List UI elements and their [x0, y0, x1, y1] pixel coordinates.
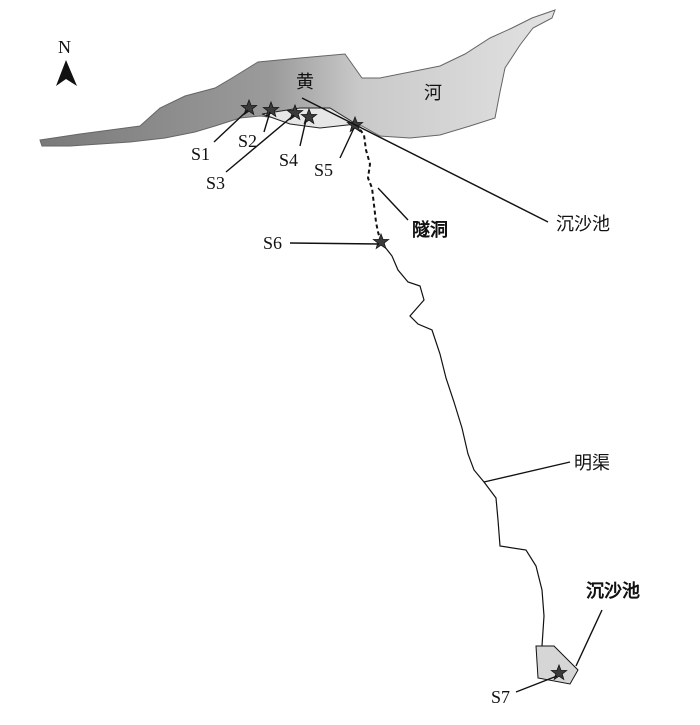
leader-s2 — [263, 111, 271, 133]
station-label-s4: S4 — [279, 150, 298, 170]
north-letter: N — [58, 37, 71, 57]
open-canal-line — [380, 241, 545, 647]
canal-label: 明渠 — [574, 453, 610, 474]
station-label-s3: S3 — [206, 173, 225, 193]
river-label-huang: 黄 — [296, 72, 314, 93]
tunnel-line — [355, 123, 382, 243]
station-label-s7: S7 — [491, 687, 510, 707]
river-label-he: 河 — [424, 83, 442, 104]
leader-s6 — [289, 242, 380, 245]
leader-s3 — [225, 114, 295, 173]
lower-settling-basin — [535, 645, 579, 685]
leader-tunnel — [377, 187, 409, 221]
north-arrow-icon — [56, 60, 77, 86]
leader-basin-lower — [575, 609, 603, 667]
station-label-s6: S6 — [263, 233, 282, 253]
leader-s1 — [213, 109, 249, 143]
station-label-s1: S1 — [191, 144, 210, 164]
leader-canal — [483, 461, 571, 483]
leader-basin-upper — [301, 97, 549, 223]
upper-basin-label: 沉沙池 — [556, 214, 610, 235]
station-marker-s6 — [372, 233, 390, 249]
station-label-s5: S5 — [314, 160, 333, 180]
north-arrow: N — [56, 37, 77, 86]
station-label-s2: S2 — [238, 131, 257, 151]
yellow-river — [39, 9, 556, 147]
leader-s7 — [515, 675, 558, 693]
leader-s4 — [299, 119, 307, 147]
tunnel-label: 隧洞 — [412, 219, 448, 241]
lower-basin-label: 沉沙池 — [586, 580, 640, 602]
leader-s5 — [339, 127, 355, 159]
